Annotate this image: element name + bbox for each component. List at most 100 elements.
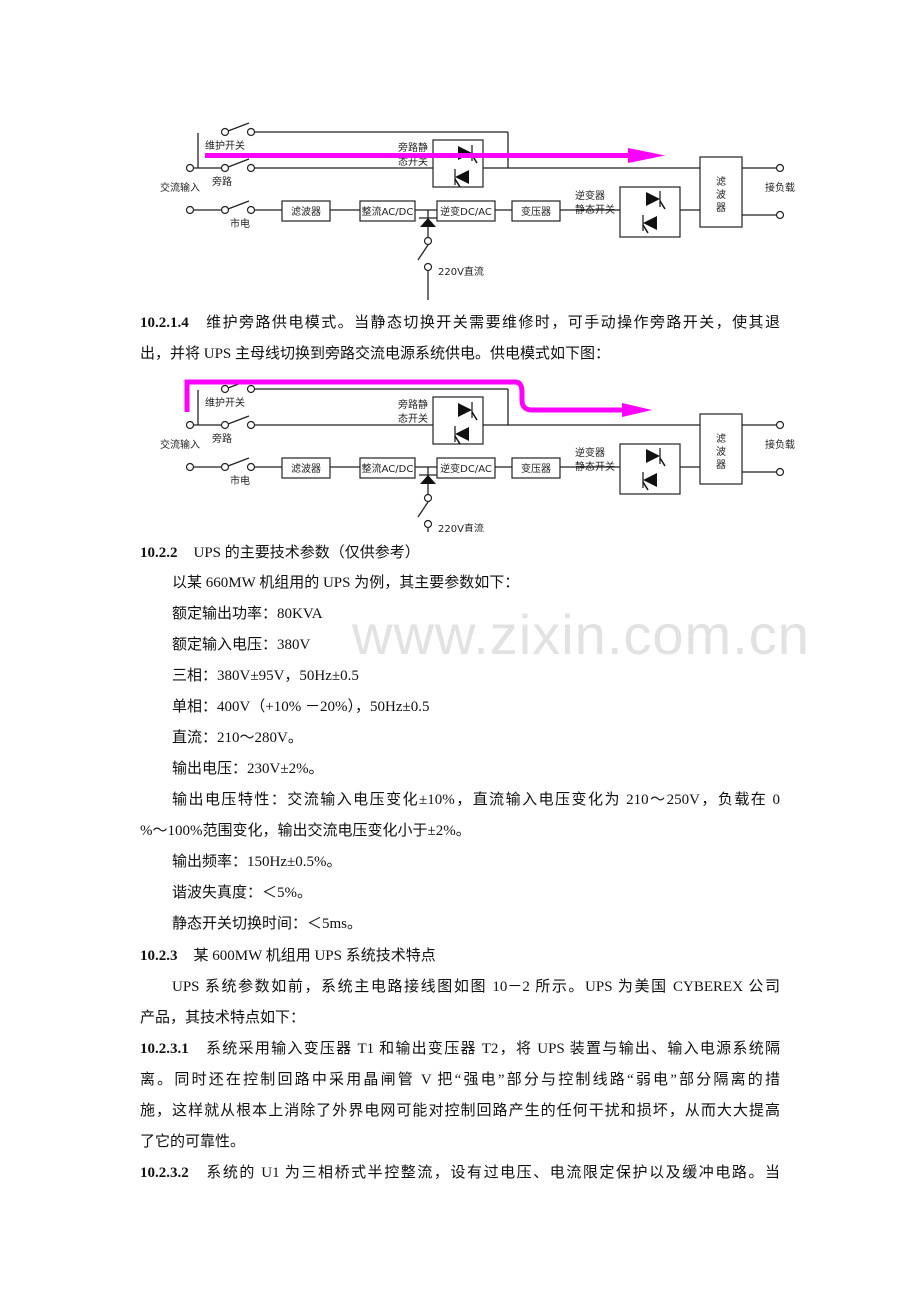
terminal [423,493,433,503]
inverter-box-label: 逆变DC/AC [440,462,492,475]
label-bypass-static: 旁路静 [398,141,428,154]
label-ac-input: 交流输入 [160,438,200,451]
terminal [423,236,433,246]
gate [659,457,666,467]
gate [471,411,478,421]
gate [642,481,649,491]
thyristor-icon [458,403,472,417]
parameter-line: 输出频率：150Hz±0.5%。 [172,854,342,870]
thyristor-icon [646,449,660,463]
terminal [220,127,230,137]
section-number: 10.2.1.4 [140,315,189,331]
label-bypass-static: 态开关 [398,155,428,168]
section-title: UPS 的主要技术参数（仅供参考） [193,545,420,561]
wire [227,415,250,425]
terminal [220,205,230,215]
paragraph-line: 出，并将 UPS 主母线切换到旁路交流电源系统供电。供电模式如下图： [140,346,611,362]
terminal [775,210,785,220]
filter-box-label: 滤波器 [291,462,321,475]
watermark: www.zixin.com.cn [352,603,810,666]
label-inv-static: 静态开关 [575,203,615,216]
parameter-line: 静态开关切换时间：＜5ms。 [172,916,363,932]
gate [642,224,649,234]
label-maint-switch: 维护开关 [205,396,245,409]
terminal [246,127,256,137]
terminal [220,420,230,430]
section-10-2-3-1: 10.2.3.1 系统采用输入变压器 T1 和输出变压器 T2，将 UPS 装置与… [140,1039,780,1059]
terminal [423,262,433,272]
power-flow-arrow [205,153,630,158]
terminal [185,420,195,430]
parameter-line: 三相：380V±95V，50Hz±0.5 [172,668,359,684]
arrow-head-icon [622,403,652,417]
rectifier-box-label: 整流AC/DC [362,205,414,218]
label-out-filter: 波 [716,445,726,458]
thyristor-icon [643,473,657,487]
rectifier-box [359,457,416,479]
wire [227,122,250,132]
terminal [246,384,256,394]
transformer-box-label: 变压器 [521,462,551,475]
paragraph-line: 施，这样就从根本上消除了外界电网可能对控制回路产生的任何干扰和损坏，从而大大提高 [140,1103,780,1119]
wire [417,501,429,518]
diode-icon [420,475,436,484]
parameter-line: 直流：210～280V。 [172,730,303,746]
terminal [423,519,433,529]
paragraph-line: 系统采用输入变压器 T1 和输出变压器 T2，将 UPS 装置与输出、输入电源系… [204,1041,780,1057]
label-out-filter: 滤 [716,175,726,188]
arrow-head-icon [628,148,665,163]
label-load: 接负载 [765,438,795,451]
label-mains: 市电 [230,217,250,230]
terminal [220,384,230,394]
paragraph-line: 离。同时还在控制回路中采用晶闸管 V 把“强电”部分与控制线路“弱电”部分隔离的… [140,1072,780,1088]
filter-box [281,200,331,222]
power-flow-arrow [184,379,625,413]
section-10-2-3-2: 10.2.3.2 系统的 U1 为三相桥式半控整流，设有过电压、电流限定保护以及缓… [140,1163,780,1183]
label-bypass-static: 旁路静 [398,398,428,411]
rectifier-box-label: 整流AC/DC [362,462,414,475]
gate [659,200,666,210]
section-number: 10.2.2 [140,545,178,561]
inverter-box-label: 逆变DC/AC [440,205,492,218]
paragraph-line: 维护旁路供电模式。当静态切换开关需要维修时，可手动操作旁路开关，使其退 [204,315,780,331]
output-filter-box [699,413,743,485]
label-out-filter: 波 [716,188,726,201]
section-number: 10.2.3.1 [140,1041,189,1057]
label-mains: 市电 [230,474,250,487]
section-10-2-1-4: 10.2.1.4 维护旁路供电模式。当静态切换开关需要维修时，可手动操作旁路开关，… [140,313,780,333]
thyristor-icon [455,170,469,184]
section-number: 10.2.3.2 [140,1165,189,1181]
terminal [185,163,195,173]
output-filter-box [699,156,743,228]
label-bypass-static: 态开关 [398,412,428,425]
label-out-filter: 滤 [716,432,726,445]
parameter-line: 输出电压：230V±2%。 [172,761,324,777]
paragraph-line: 系统的 U1 为三相桥式半控整流，设有过电压、电流限定保护以及缓冲电路。当 [204,1165,780,1181]
wire [227,158,250,168]
terminal [220,163,230,173]
label-maint-switch: 维护开关 [205,139,245,152]
transformer-box-label: 变压器 [521,205,551,218]
inverter-box [436,200,496,222]
label-out-filter: 器 [716,202,726,214]
parameter-line: 额定输出功率：80KVA [172,606,323,622]
filter-box-label: 滤波器 [291,205,321,218]
label-bypass: 旁路 [212,175,232,188]
paragraph-line: 了它的可靠性。 [140,1134,246,1150]
parameter-line: 单相：400V（+10% －20%），50Hz±0.5 [172,699,430,715]
label-load: 接负载 [765,181,795,194]
terminal [775,163,785,173]
thyristor-icon [643,216,657,230]
section-number: 10.2.3 [140,948,178,964]
label-dc: 220V直流 [438,522,484,532]
gate [454,178,461,188]
diode-icon [420,218,436,227]
parameter-line: 谐波失真度：＜5%。 [172,885,312,901]
parameter-line: 以某 660MW 机组用的 UPS 为例，其主要参数如下： [172,575,520,591]
terminal [246,205,256,215]
wire [227,457,250,467]
transformer-box [511,457,561,479]
